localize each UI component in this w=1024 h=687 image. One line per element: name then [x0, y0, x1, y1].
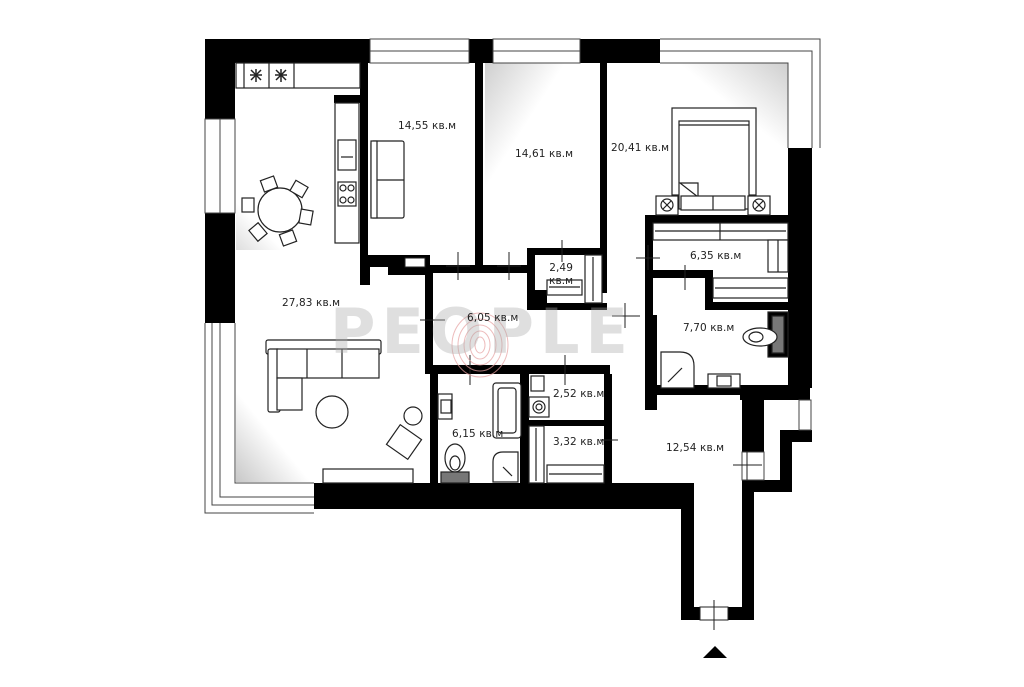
room-label-storage-unit: кв.м: [549, 275, 574, 287]
sink-icon: [337, 139, 357, 171]
coffee-table-icon: [315, 395, 349, 429]
room-label-bedroom-1: 14,55 кв.м: [398, 120, 457, 132]
fan-icon: [250, 69, 287, 82]
room-label-wardrobe: 3,32 кв.м: [553, 436, 605, 448]
dining-table-icon: [257, 187, 303, 233]
shower-icon: [660, 351, 695, 389]
room-label-storage-area: 2,49: [549, 262, 573, 274]
master-bed: [655, 107, 771, 216]
entrance-arrow-icon: [703, 646, 727, 658]
fingerprint-icon: [451, 312, 509, 378]
armchair-icon: [385, 423, 423, 461]
living-furniture: [265, 339, 423, 484]
windows: [204, 38, 821, 514]
room-label-bedroom-2: 14,61 кв.м: [515, 148, 574, 160]
room-label-entrance-hall: 12,54 кв.м: [666, 442, 725, 454]
room-label-kitchen-living: 27,83 кв.м: [282, 297, 341, 309]
room-label-wardrobe-master: 6,35 кв.м: [690, 250, 742, 262]
room-label-bathroom: 6,15 кв.м: [452, 428, 504, 440]
master-bathroom-fixtures: [660, 311, 789, 389]
interior-walls: [334, 63, 788, 484]
laundry-fixtures: [528, 375, 550, 418]
doors: [404, 240, 762, 630]
room-label-hallway: 6,05 кв.м: [467, 312, 519, 324]
room-label-storage: 2,49 кв.м: [549, 262, 573, 288]
shower-icon: [492, 451, 519, 483]
room-label-master-bedroom: 20,41 кв.м: [611, 142, 670, 154]
wardrobes: [528, 222, 789, 484]
kitchen-furniture: [235, 62, 361, 247]
room-label-laundry: 2,52 кв.м: [553, 388, 605, 400]
bedroom1-sofa: [370, 140, 405, 219]
exterior-walls: [205, 39, 812, 620]
room-label-master-bathroom: 7,70 кв.м: [683, 322, 735, 334]
bathroom-fixtures: [437, 382, 522, 484]
